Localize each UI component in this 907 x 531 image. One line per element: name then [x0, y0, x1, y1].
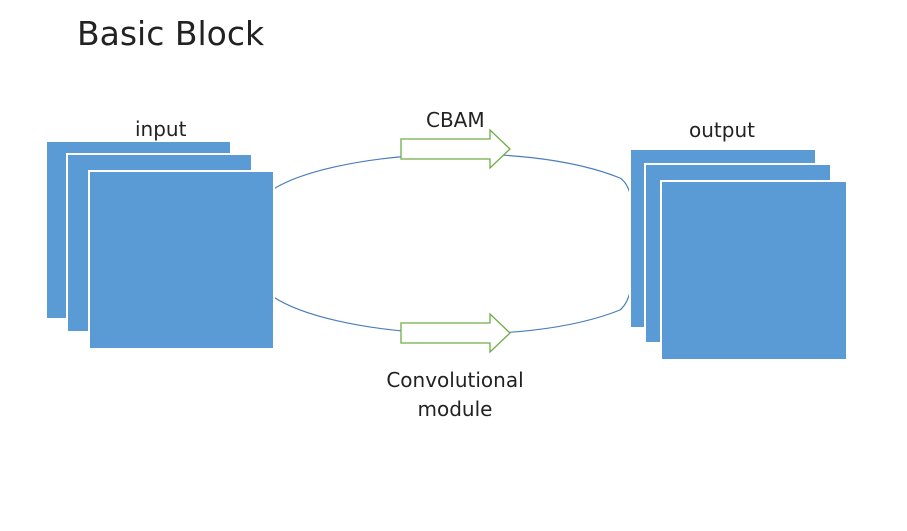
output-label: output — [689, 118, 755, 142]
cbam-label: CBAM — [426, 108, 485, 132]
input-label: input — [135, 117, 187, 141]
upper-connection-path — [271, 153, 633, 216]
convolutional-module-label-line2: module — [417, 397, 493, 421]
output-feature-map-stack — [629, 148, 848, 361]
convolutional-module-label: Convolutional module — [356, 366, 554, 424]
conv-arrow-icon — [400, 312, 511, 354]
diagram-title: Basic Block — [77, 14, 265, 53]
output-feature-map — [660, 180, 848, 361]
cbam-arrow-icon — [400, 128, 511, 170]
input-feature-map-stack — [45, 140, 275, 350]
input-feature-map — [88, 170, 275, 350]
convolutional-module-label-line1: Convolutional — [386, 368, 524, 392]
